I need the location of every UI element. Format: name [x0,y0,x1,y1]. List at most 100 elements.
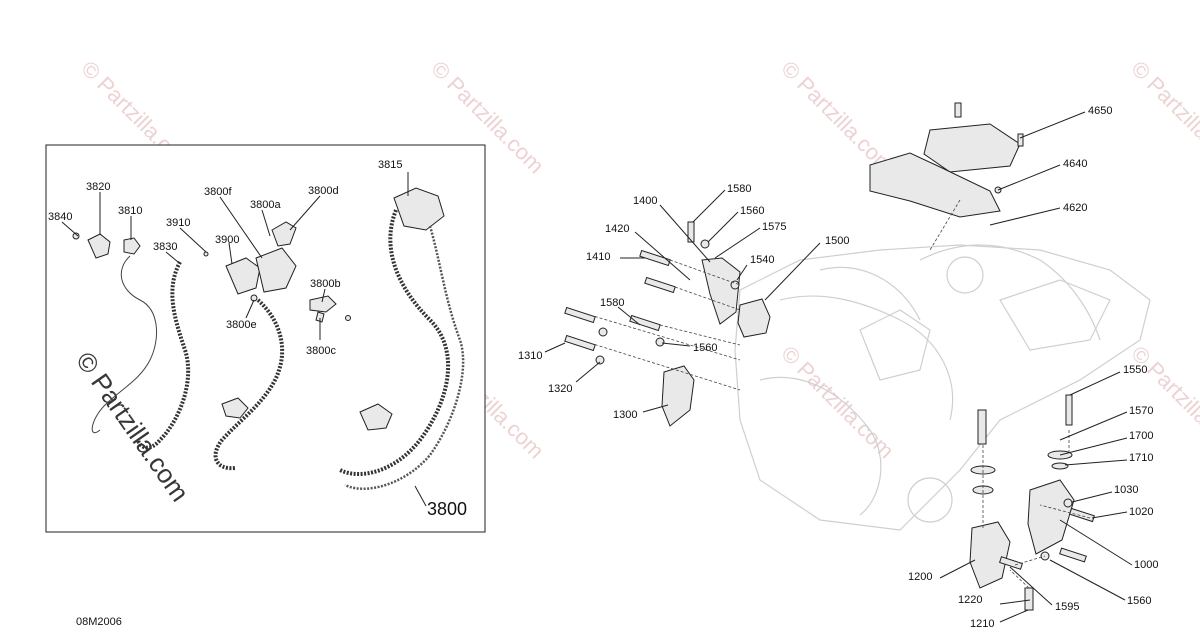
diagram-code: 08M2006 [76,616,122,628]
callout-4650[interactable]: 4650 [1088,105,1112,117]
connector-middle[interactable] [221,397,249,419]
screw-3840[interactable] [72,232,80,240]
callout-1595[interactable]: 1595 [1055,601,1079,613]
bracket-1400[interactable] [701,257,741,325]
engine-pulley [946,256,984,294]
engine-assembly [564,102,1151,611]
washer-1710[interactable] [1051,462,1069,470]
callout-1200[interactable]: 1200 [908,571,932,583]
callout-3800d[interactable]: 3800d [308,185,339,197]
callout-1310[interactable]: 1310 [518,350,542,362]
watermark: © Partzilla.com [776,341,899,464]
callout-3800b[interactable]: 3800b [310,278,341,290]
sensor-3820[interactable] [87,233,111,259]
washer-1030[interactable] [1063,498,1073,508]
bolt-1410[interactable] [639,249,671,267]
sensor-3810[interactable] [123,237,141,255]
bolt-1420[interactable] [644,276,676,294]
callout-3800a[interactable]: 3800a [250,199,281,211]
washer-1560b[interactable] [655,337,665,347]
bolt-1220[interactable] [1059,547,1087,563]
callout-1560[interactable]: 1560 [740,205,764,217]
callout-1000[interactable]: 1000 [1134,559,1158,571]
bolt-1550[interactable] [1065,394,1073,426]
harness-middle[interactable] [213,298,285,471]
module-3800a[interactable] [255,247,297,293]
callout-3830[interactable]: 3830 [153,241,177,253]
callout-3810[interactable]: 3810 [118,205,142,217]
leader-lines [61,111,1133,623]
callout-3910[interactable]: 3910 [166,217,190,229]
throttle-body-4620[interactable] [869,152,1001,218]
mount-1500[interactable] [737,298,771,338]
callout-3800c[interactable]: 3800c [306,345,336,357]
bracket-1000[interactable] [1027,479,1075,555]
bolt-1580b[interactable] [629,314,661,332]
callout-1400[interactable]: 1400 [633,195,657,207]
callout-4640[interactable]: 4640 [1063,158,1087,170]
callout-1220[interactable]: 1220 [958,594,982,606]
engine-detail [919,244,1101,341]
callout-1410[interactable]: 1410 [586,251,610,263]
callout-1710[interactable]: 1710 [1129,452,1153,464]
washer-1320b[interactable] [595,355,605,365]
callout-1540[interactable]: 1540 [750,254,774,266]
callout-3815[interactable]: 3815 [378,159,402,171]
main-labels: 4650 4640 4620 1580 1400 1560 1575 1420 … [518,105,1158,630]
nut-1540[interactable] [730,280,740,290]
washer-1560[interactable] [700,239,710,249]
callout-3800[interactable]: 3800 [427,499,467,519]
harness-3830[interactable] [136,261,191,450]
connector-3800[interactable] [359,403,393,431]
bolt-1310a[interactable] [564,306,596,324]
bolt-1595[interactable] [998,556,1024,570]
callout-1300[interactable]: 1300 [613,409,637,421]
bracket-1300[interactable] [661,365,695,427]
callout-1575[interactable]: 1575 [762,221,786,233]
callout-1560c[interactable]: 1560 [1127,595,1151,607]
bracket-3800b[interactable] [309,295,337,313]
callout-3820[interactable]: 3820 [86,181,110,193]
bolt-1020[interactable] [1069,507,1095,523]
screw-4650[interactable] [1017,133,1024,147]
callout-1320[interactable]: 1320 [548,383,572,395]
engine-intake [999,279,1111,351]
callout-1700[interactable]: 1700 [1129,430,1153,442]
callout-3900[interactable]: 3900 [215,234,239,246]
callout-3840[interactable]: 3840 [48,211,72,223]
watermark: © Partzilla.com [776,56,899,179]
callout-1580[interactable]: 1580 [727,183,751,195]
screw-3800b[interactable] [345,315,351,321]
bolt-4650[interactable] [954,102,962,118]
callout-1570[interactable]: 1570 [1129,405,1153,417]
bolt-1310b[interactable] [564,334,596,352]
inset-labels: 3815 3820 3840 3810 3830 3910 3900 3800f… [48,159,467,519]
clip-3800d[interactable] [271,221,297,247]
washer-1320a[interactable] [598,327,608,337]
bolt-1580[interactable] [687,221,695,243]
callout-1420[interactable]: 1420 [605,223,629,235]
watermark: © Partzilla.com [1126,56,1200,179]
air-box-cover-4650[interactable] [923,123,1021,173]
harness-3800[interactable] [339,209,451,476]
callout-1550[interactable]: 1550 [1123,364,1147,376]
bolt-1210[interactable] [1024,587,1034,611]
callout-3800f[interactable]: 3800f [204,186,232,198]
clip-3910[interactable] [203,251,209,257]
bracket-1200[interactable] [969,521,1011,589]
callout-1030[interactable]: 1030 [1114,484,1138,496]
bolt-center[interactable] [977,409,987,445]
clip-3800c[interactable] [315,311,325,323]
engine-detail [779,295,954,421]
callout-1500[interactable]: 1500 [825,235,849,247]
callout-1580b[interactable]: 1580 [600,297,624,309]
bracket-3900[interactable] [225,257,261,295]
connector-3815[interactable] [393,187,445,231]
callout-1210[interactable]: 1210 [970,618,994,630]
callout-3800e[interactable]: 3800e [226,319,257,331]
callout-1020[interactable]: 1020 [1129,506,1153,518]
callout-4620[interactable]: 4620 [1063,202,1087,214]
engine-detail [759,376,882,516]
callout-1560b[interactable]: 1560 [693,342,717,354]
